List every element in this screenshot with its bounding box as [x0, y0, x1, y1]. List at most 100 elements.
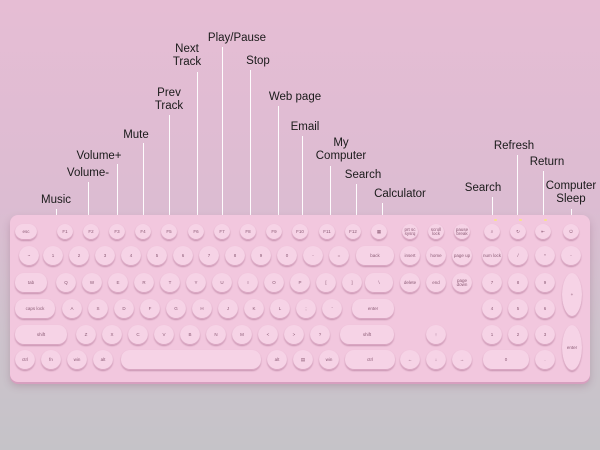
key-fn-6[interactable]: F6 — [188, 224, 204, 240]
key-space-8[interactable]: ctrl — [345, 350, 395, 370]
key-fn-0[interactable]: esc — [15, 224, 37, 240]
key-bot-7[interactable]: M — [232, 325, 252, 345]
key-space-2[interactable]: win — [67, 350, 87, 370]
key-space-7[interactable]: win — [319, 350, 339, 370]
key-space-10[interactable]: ↓ — [426, 350, 446, 370]
key-home-5[interactable]: G — [166, 299, 186, 319]
key-spacebar[interactable] — [121, 350, 261, 370]
key-bot-15[interactable]: 3 — [535, 325, 555, 345]
key-num-3[interactable]: 3 — [95, 246, 115, 266]
key-bot-13[interactable]: 1 — [482, 325, 502, 345]
key-fn-20[interactable]: ⏻ — [563, 224, 579, 240]
key-top-20[interactable]: + — [562, 273, 582, 317]
key-num-9[interactable]: 9 — [251, 246, 271, 266]
key-top-13[interactable]: \ — [365, 273, 393, 293]
key-num-20[interactable]: - — [561, 246, 581, 266]
key-fn-15[interactable]: scroll lock — [428, 224, 444, 240]
key-home-1[interactable]: A — [62, 299, 82, 319]
key-fn-7[interactable]: F7 — [214, 224, 230, 240]
key-fn-13[interactable]: ▦ — [371, 224, 387, 240]
key-home-4[interactable]: F — [140, 299, 160, 319]
key-bot-5[interactable]: B — [180, 325, 200, 345]
key-home-12[interactable]: enter — [352, 299, 394, 319]
key-space-11[interactable]: → — [452, 350, 472, 370]
key-num-15[interactable]: home — [426, 246, 446, 266]
key-num-18[interactable]: / — [508, 246, 528, 266]
key-top-3[interactable]: E — [108, 273, 128, 293]
key-fn-4[interactable]: F4 — [135, 224, 151, 240]
key-fn-9[interactable]: F9 — [266, 224, 282, 240]
key-top-9[interactable]: O — [264, 273, 284, 293]
key-num-13[interactable]: back — [356, 246, 394, 266]
key-fn-8[interactable]: F8 — [240, 224, 256, 240]
key-top-2[interactable]: W — [82, 273, 102, 293]
key-top-8[interactable]: I — [238, 273, 258, 293]
key-space-0[interactable]: ctrl — [15, 350, 35, 370]
key-space-13[interactable]: . — [535, 350, 555, 370]
key-top-0[interactable]: tab — [15, 273, 47, 293]
key-space-5[interactable]: alt — [267, 350, 287, 370]
key-top-10[interactable]: P — [290, 273, 310, 293]
key-fn-2[interactable]: F2 — [83, 224, 99, 240]
key-fn-10[interactable]: F10 — [292, 224, 308, 240]
key-bot-9[interactable]: > — [284, 325, 304, 345]
key-num-11[interactable]: - — [303, 246, 323, 266]
key-bot-4[interactable]: V — [154, 325, 174, 345]
key-bot-8[interactable]: < — [258, 325, 278, 345]
key-home-6[interactable]: H — [192, 299, 212, 319]
key-top-14[interactable]: delete — [400, 273, 420, 293]
key-num-19[interactable]: * — [535, 246, 555, 266]
key-home-3[interactable]: D — [114, 299, 134, 319]
key-home-9[interactable]: L — [270, 299, 290, 319]
key-home-14[interactable]: 5 — [508, 299, 528, 319]
key-bot-12[interactable]: ↑ — [426, 325, 446, 345]
key-bot-6[interactable]: N — [206, 325, 226, 345]
key-home-13[interactable]: 4 — [482, 299, 502, 319]
key-bot-16[interactable]: enter — [562, 325, 582, 371]
key-top-19[interactable]: 9 — [535, 273, 555, 293]
key-top-11[interactable]: [ — [316, 273, 336, 293]
key-fn-1[interactable]: F1 — [57, 224, 73, 240]
key-fn-19[interactable]: ⇤ — [535, 224, 551, 240]
key-fn-3[interactable]: F3 — [109, 224, 125, 240]
key-fn-17[interactable]: ⌕ — [484, 224, 500, 240]
key-num-7[interactable]: 7 — [199, 246, 219, 266]
key-fn-11[interactable]: F11 — [319, 224, 335, 240]
key-space-1[interactable]: fn — [41, 350, 61, 370]
key-bot-3[interactable]: C — [128, 325, 148, 345]
key-num-8[interactable]: 8 — [225, 246, 245, 266]
key-num-5[interactable]: 5 — [147, 246, 167, 266]
key-space-12[interactable]: 0 — [483, 350, 529, 370]
key-num-12[interactable]: = — [329, 246, 349, 266]
key-top-5[interactable]: T — [160, 273, 180, 293]
key-num-4[interactable]: 4 — [121, 246, 141, 266]
key-num-16[interactable]: page up — [452, 246, 472, 266]
key-fn-5[interactable]: F5 — [161, 224, 177, 240]
key-top-1[interactable]: Q — [56, 273, 76, 293]
key-home-0[interactable]: caps lock — [15, 299, 55, 319]
key-home-7[interactable]: J — [218, 299, 238, 319]
key-num-0[interactable]: ~ — [19, 246, 39, 266]
key-home-2[interactable]: S — [88, 299, 108, 319]
key-home-11[interactable]: ' — [322, 299, 342, 319]
key-top-12[interactable]: ] — [342, 273, 362, 293]
key-bot-14[interactable]: 2 — [508, 325, 528, 345]
key-bot-0[interactable]: shift — [15, 325, 67, 345]
key-bot-2[interactable]: X — [102, 325, 122, 345]
key-home-8[interactable]: K — [244, 299, 264, 319]
key-num-14[interactable]: insert — [400, 246, 420, 266]
key-fn-18[interactable]: ↻ — [510, 224, 526, 240]
key-top-6[interactable]: Y — [186, 273, 206, 293]
key-bot-1[interactable]: Z — [76, 325, 96, 345]
key-fn-16[interactable]: pause break — [454, 224, 470, 240]
key-fn-14[interactable]: prt sc sysrq — [402, 224, 418, 240]
key-top-16[interactable]: page down — [452, 273, 472, 293]
key-home-10[interactable]: ; — [296, 299, 316, 319]
key-home-15[interactable]: 6 — [535, 299, 555, 319]
key-top-18[interactable]: 8 — [508, 273, 528, 293]
key-fn-12[interactable]: F12 — [345, 224, 361, 240]
key-space-9[interactable]: ← — [400, 350, 420, 370]
key-num-10[interactable]: 0 — [277, 246, 297, 266]
key-space-3[interactable]: alt — [93, 350, 113, 370]
key-space-6[interactable]: ▤ — [293, 350, 313, 370]
